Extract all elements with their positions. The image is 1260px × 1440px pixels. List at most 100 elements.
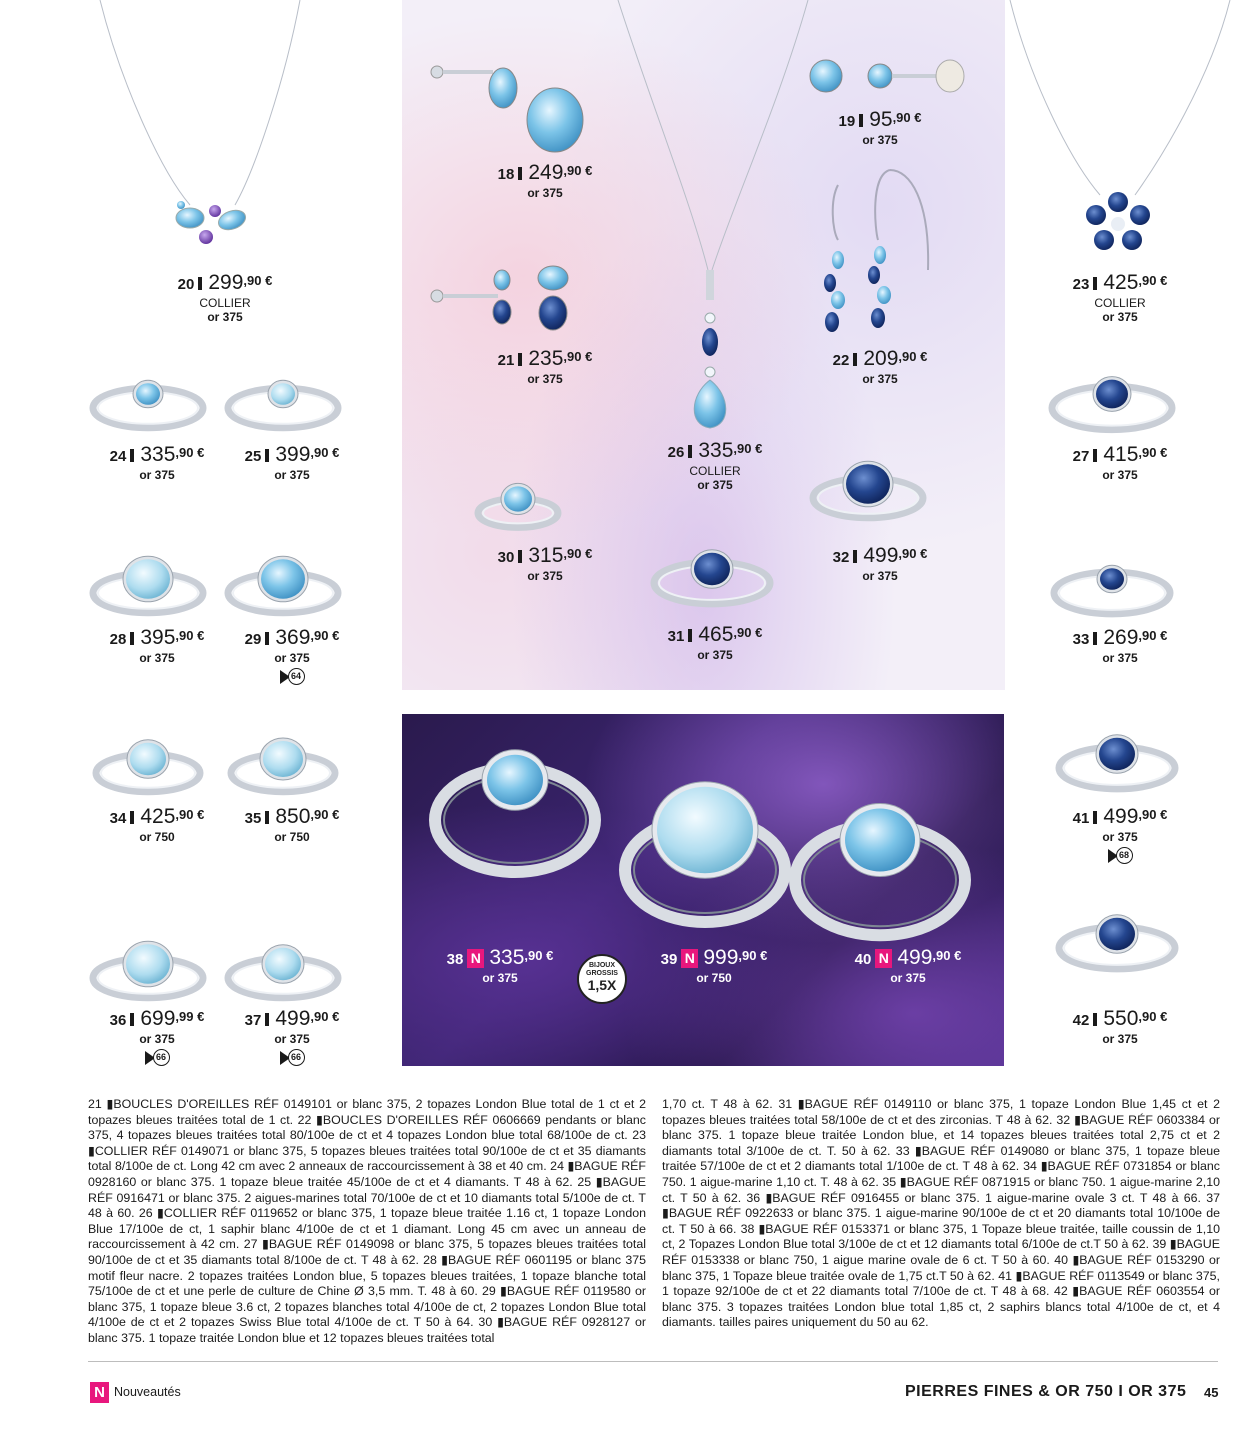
price-amount: 415 — [1103, 443, 1139, 466]
price-decimals: ,90 € — [563, 163, 593, 178]
earrings-19 — [809, 59, 965, 93]
price-amount: 699 — [140, 1007, 176, 1030]
product-number: 20 — [177, 276, 195, 293]
price-amount: 369 — [275, 626, 311, 649]
showcase-ring-1 — [619, 781, 791, 928]
arrow-right-icon — [144, 1050, 155, 1065]
ring-7 — [224, 555, 342, 617]
price-decimals: ,90 € — [310, 445, 340, 460]
ring-0 — [89, 379, 207, 432]
metal-type: or 375 — [527, 569, 563, 583]
arrow-right-icon — [279, 669, 290, 684]
price-decimals: ,90 € — [1138, 1009, 1168, 1024]
product-number: 22 — [832, 352, 850, 369]
zoom-badge: BIJOUX GROSSIS 1,5X — [577, 954, 627, 1004]
product-number: 19 — [838, 113, 856, 130]
separator-bar — [130, 1013, 135, 1026]
separator-bar — [1093, 811, 1098, 824]
metal-type: or 375 — [1102, 310, 1138, 324]
price-amount: 269 — [1103, 626, 1139, 649]
page-reference[interactable]: 66 — [140, 1049, 174, 1066]
metal-type: or 375 — [139, 651, 175, 665]
price-decimals: ,90 € — [310, 628, 340, 643]
ring-13 — [224, 944, 342, 1002]
price-decimals: ,90 € — [898, 349, 928, 364]
product-number: 41 — [1072, 810, 1090, 827]
separator-bar — [130, 449, 135, 462]
separator-bar — [518, 550, 523, 563]
price-amount: 499 — [897, 946, 933, 969]
price-decimals: ,90 € — [243, 273, 273, 288]
price-decimals: ,90 € — [563, 546, 593, 561]
metal-type: or 375 — [697, 478, 733, 492]
earrings-22 — [824, 169, 930, 332]
metal-type: or 375 — [274, 1032, 310, 1046]
product-number: 42 — [1072, 1012, 1090, 1029]
separator-bar — [1093, 632, 1098, 645]
ring-3 — [474, 482, 562, 531]
earrings-21 — [430, 265, 569, 331]
separator-bar — [198, 277, 203, 290]
ring-6 — [89, 555, 207, 617]
product-number: 23 — [1072, 276, 1090, 293]
footer-divider — [88, 1361, 1218, 1362]
price-amount: 499 — [275, 1007, 311, 1030]
separator-bar — [130, 632, 135, 645]
price-decimals: ,90 € — [733, 441, 763, 456]
page-number-badge: 64 — [287, 668, 305, 685]
section-title: PIERRES FINES & OR 750 I OR 375 — [905, 1383, 1187, 1400]
product-number: 30 — [497, 549, 515, 566]
necklace-23 — [1086, 192, 1150, 250]
product-number: 21 — [497, 352, 515, 369]
product-number: 38 — [446, 951, 464, 968]
product-number: 32 — [832, 549, 850, 566]
separator-bar — [265, 811, 270, 824]
ring-10 — [227, 737, 339, 796]
metal-type: or 375 — [1102, 468, 1138, 482]
separator-bar — [853, 550, 858, 563]
page-reference[interactable]: 68 — [1103, 847, 1137, 864]
rings-illustrations — [89, 376, 1179, 1002]
separator-bar — [518, 353, 523, 366]
description-column-left: 21 ▮BOUCLES D'OREILLES RÉF 0149101 or bl… — [88, 1097, 646, 1347]
metal-type: or 375 — [527, 372, 563, 386]
product-number: 34 — [109, 810, 127, 827]
price-decimals: ,90 € — [563, 349, 593, 364]
product-number: 39 — [660, 951, 678, 968]
price-amount: 235 — [528, 347, 564, 370]
new-badge-label: Nouveautés — [114, 1385, 181, 1399]
new-badge-icon: N — [875, 949, 893, 968]
separator-bar — [265, 449, 270, 462]
separator-bar — [265, 1013, 270, 1026]
new-badge-icon: N — [681, 949, 699, 968]
ring-9 — [92, 739, 204, 796]
description-text: 1,70 ct. T 48 à 62. 31 ▮BAGUE RÉF 014911… — [662, 1097, 1220, 1330]
price-amount: 550 — [1103, 1007, 1139, 1030]
price-amount: 499 — [1103, 805, 1139, 828]
page-reference[interactable]: 66 — [275, 1049, 309, 1066]
metal-type: or 375 — [274, 468, 310, 482]
separator-bar — [1093, 277, 1098, 290]
zoom-badge-caption: BIJOUX GROSSIS — [586, 962, 618, 977]
metal-type: or 375 — [139, 468, 175, 482]
price-amount: 249 — [528, 161, 564, 184]
product-number: 35 — [244, 810, 262, 827]
metal-type: or 375 — [862, 133, 898, 147]
metal-type: or 375 — [527, 186, 563, 200]
metal-type: or 375 — [1102, 1032, 1138, 1046]
arrow-right-icon — [1107, 848, 1118, 863]
showcase-ring-2 — [789, 803, 971, 942]
price-decimals: ,90 € — [1138, 273, 1168, 288]
necklace-chain — [99, 0, 191, 206]
page-reference[interactable]: 64 — [275, 668, 309, 685]
metal-type: or 375 — [890, 971, 926, 985]
price-amount: 425 — [1103, 271, 1139, 294]
metal-type: or 375 — [862, 372, 898, 386]
zoom-badge-factor: 1,5X — [587, 977, 617, 993]
